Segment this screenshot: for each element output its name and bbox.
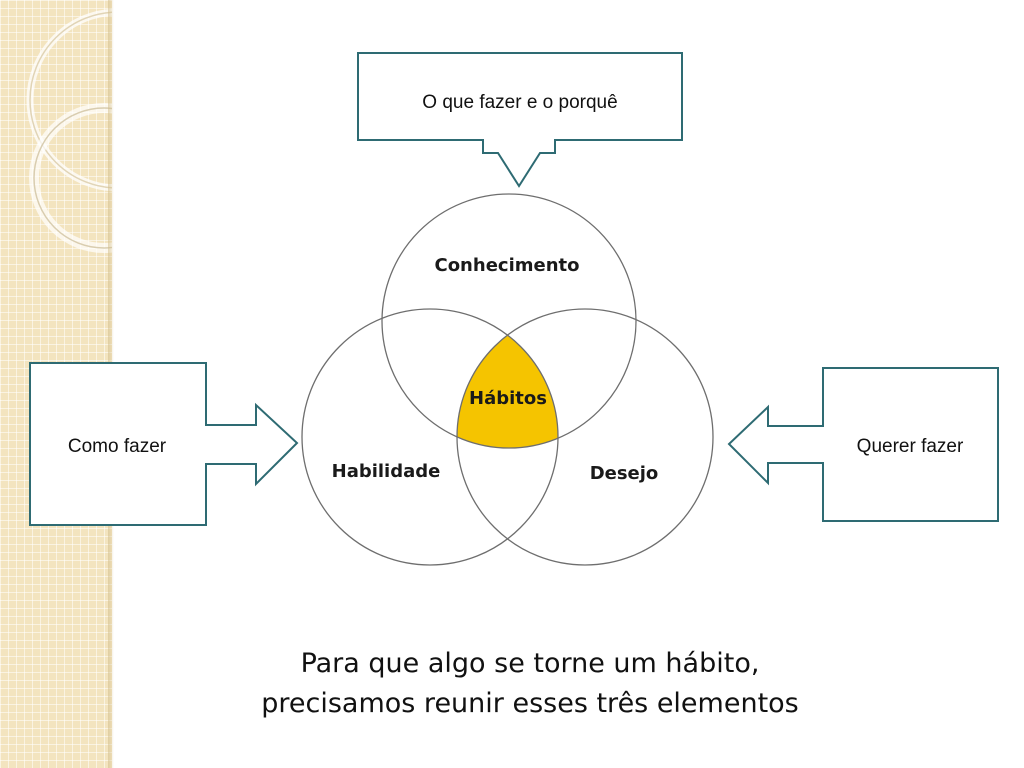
venn-circles	[301, 193, 714, 566]
slide-caption: Para que algo se torne um hábito, precis…	[150, 644, 910, 724]
right-callout-label: Querer fazer	[857, 436, 964, 457]
right-callout-box	[727, 367, 999, 522]
habitos-intersection	[457, 309, 558, 448]
habilidade-label: Habilidade	[332, 461, 441, 482]
top-callout-label: O que fazer e o porquê	[422, 92, 617, 113]
decorative-rings-icon	[26, 8, 112, 253]
conhecimento-circle	[381, 193, 637, 449]
venn-diagram: O que fazer e o porquê Como fazer Querer…	[29, 52, 999, 566]
desejo-label: Desejo	[590, 463, 659, 484]
caption-line-2: precisamos reunir esses três elementos	[261, 688, 799, 719]
caption-line-1: Para que algo se torne um hábito,	[300, 648, 760, 679]
left-callout-label: Como fazer	[68, 436, 167, 457]
habilidade-circle	[301, 308, 559, 566]
top-callout-box	[357, 52, 683, 188]
conhecimento-label: Conhecimento	[434, 255, 579, 276]
left-callout-box	[29, 362, 299, 526]
desejo-circle	[456, 308, 714, 566]
habitos-label: Hábitos	[469, 388, 547, 409]
